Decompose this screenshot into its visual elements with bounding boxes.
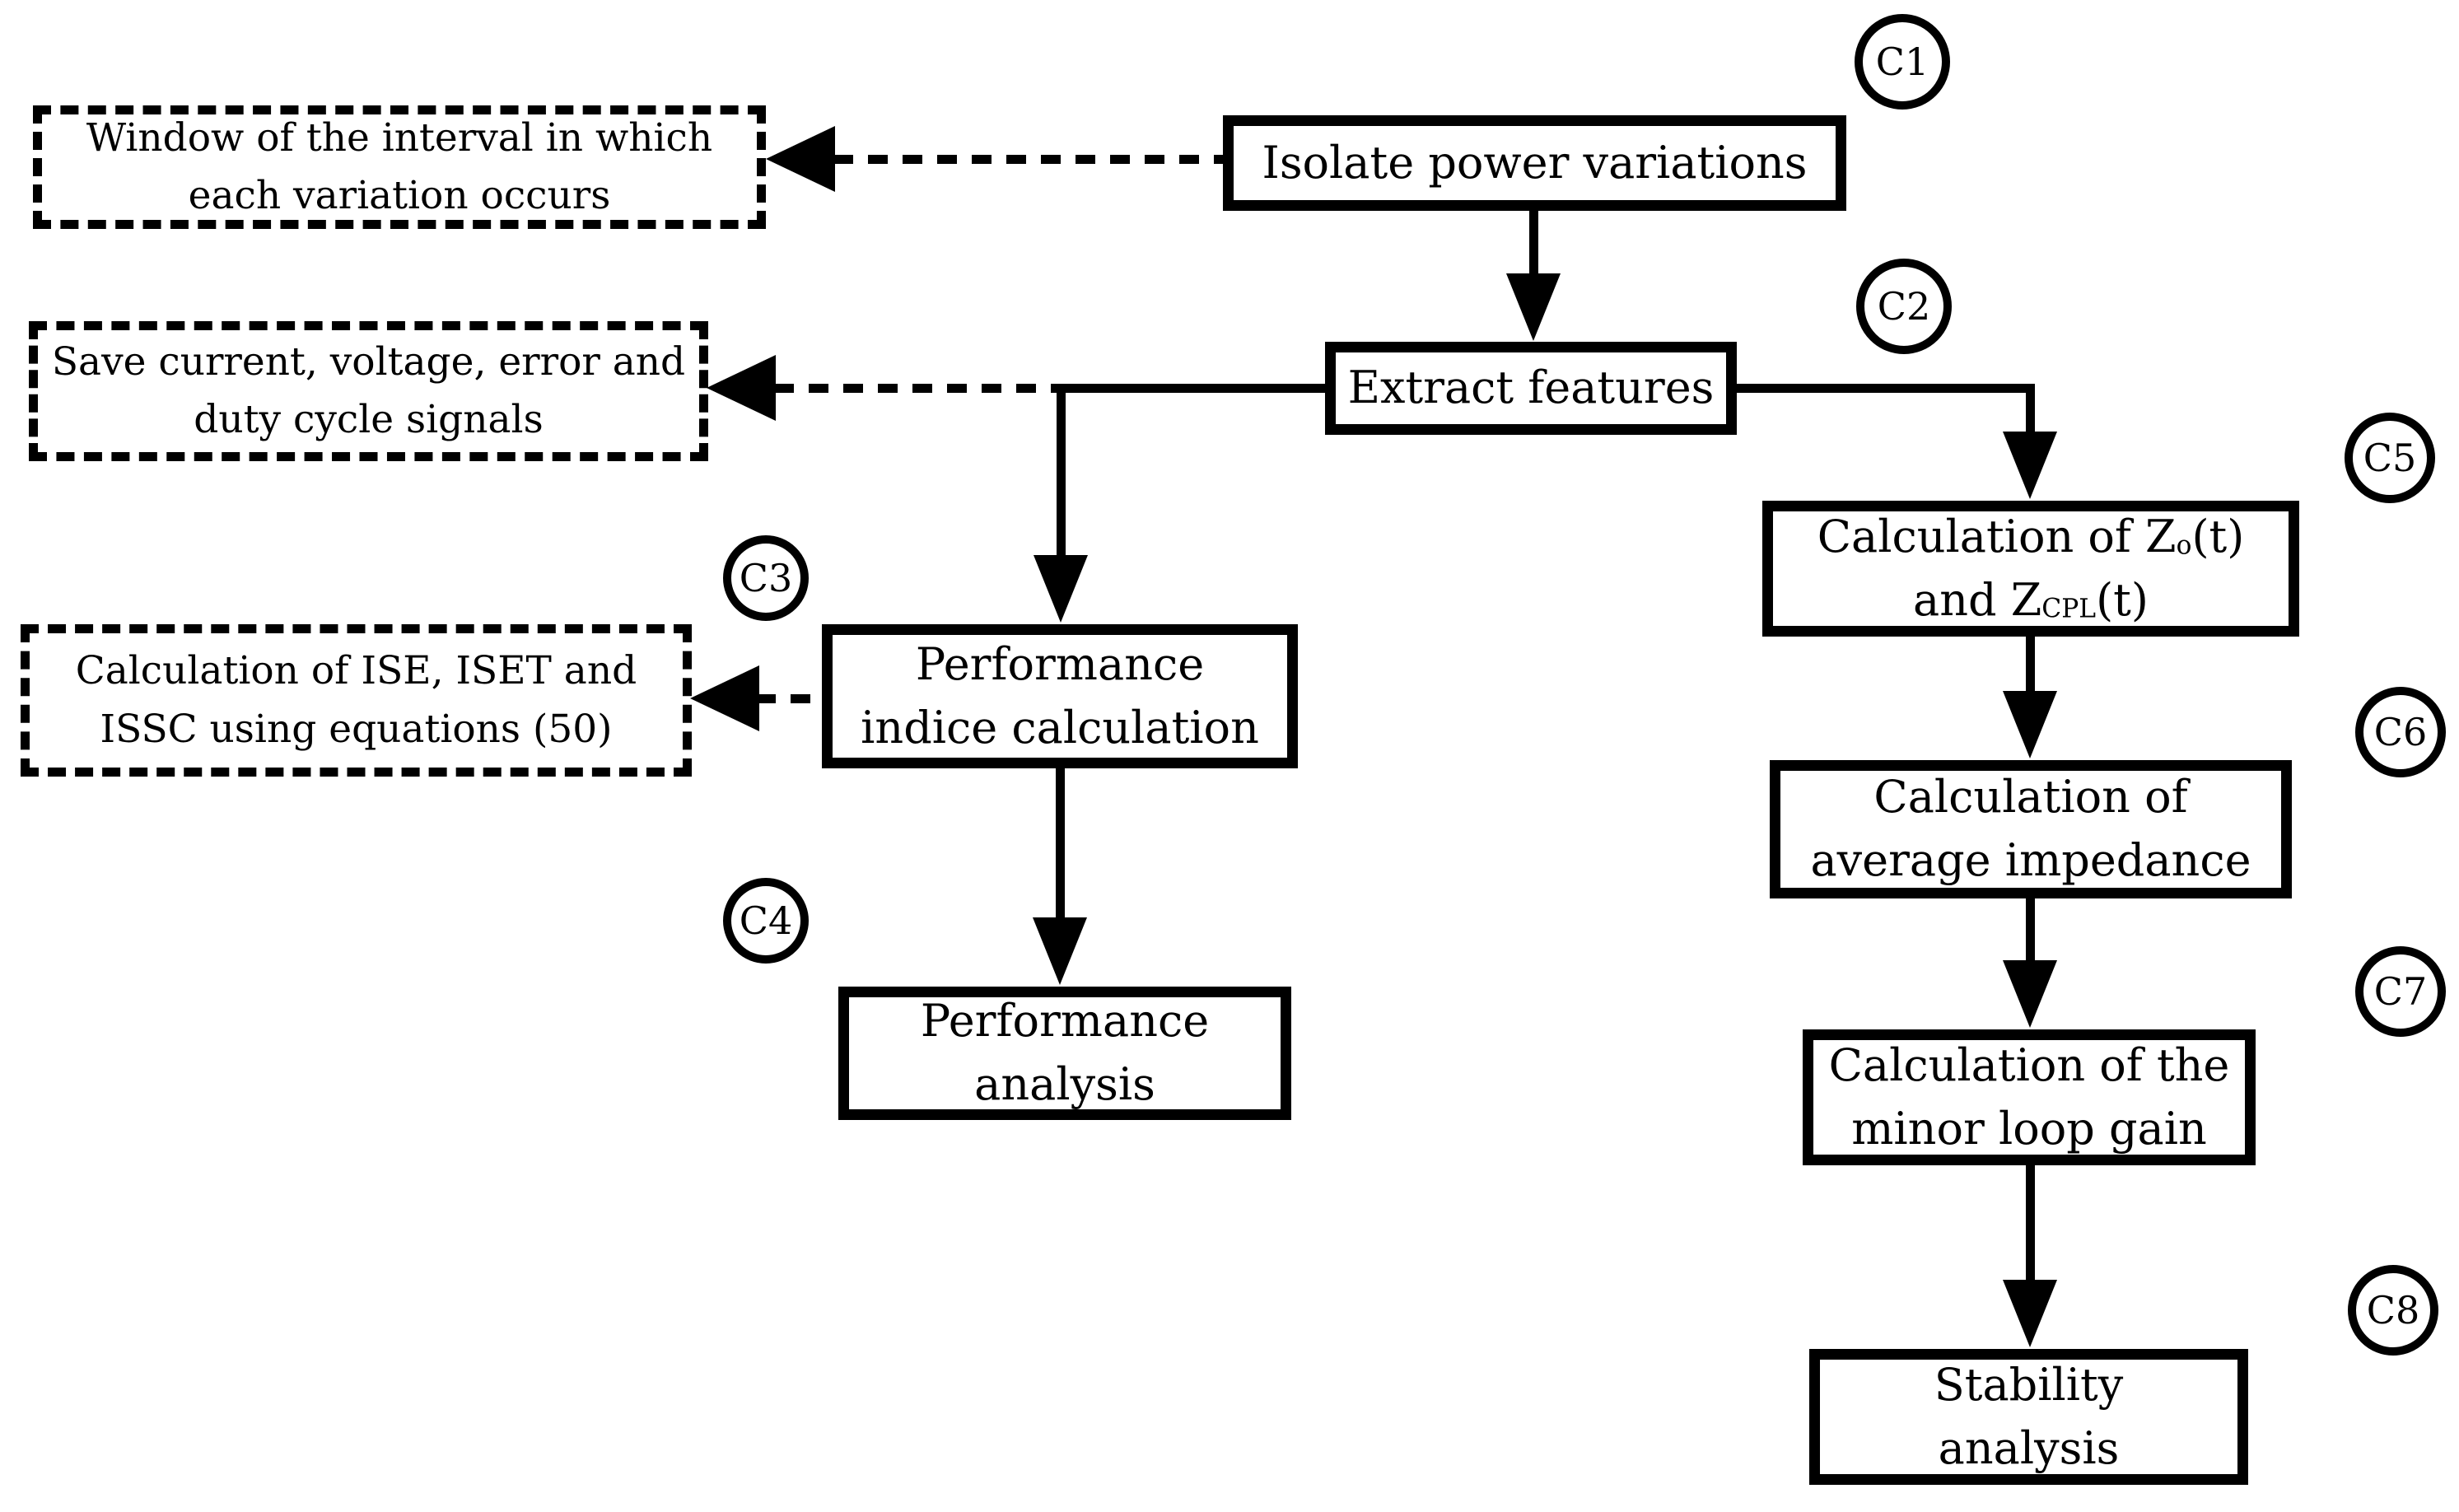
- node-isolate-label: Isolate power variations: [1262, 136, 1808, 189]
- badge-c1-label: C1: [1875, 40, 1929, 84]
- node-calc-z-line1: Calculation of Zo(t): [1817, 506, 2245, 569]
- calc-z-line2-sub: CPL: [2041, 594, 2097, 623]
- node-stability-analysis: Stability analysis: [1809, 1349, 2248, 1485]
- note-window-line2: each variation occurs: [188, 173, 611, 218]
- arrowhead-down-perf-analysis-icon: [1033, 917, 1087, 985]
- node-calculation-zo-zcpl: Calculation of Zo(t) and ZCPL(t): [1762, 501, 2299, 637]
- arrowhead-left-save-icon: [707, 355, 776, 421]
- arrowhead-down-minor-loop-icon: [2003, 960, 2057, 1028]
- note-save-line2: duty cycle signals: [194, 397, 544, 442]
- connector-avg-to-minor-loop: [2026, 898, 2035, 964]
- node-calculation-minor-loop-gain: Calculation of the minor loop gain: [1803, 1029, 2256, 1165]
- calc-z-line1-post: (t): [2191, 510, 2245, 562]
- badge-c7-label: C7: [2373, 969, 2428, 1014]
- note-ise-calculation: Calculation of ISE, ISET and ISSC using …: [21, 624, 692, 777]
- note-window-line1: Window of the interval in which: [86, 114, 713, 161]
- node-perf-analysis-line2: analysis: [974, 1058, 1155, 1110]
- badge-c5-label: C5: [2363, 436, 2417, 480]
- node-extract-features: Extract features: [1325, 342, 1737, 435]
- node-perf-analysis-line1: Performance: [920, 995, 1210, 1048]
- node-performance-indice-calculation: Performance indice calculation: [822, 624, 1298, 768]
- node-minor-loop-line2: minor loop gain: [1851, 1102, 2207, 1155]
- badge-c3-label: C3: [739, 556, 793, 600]
- connector-extract-to-save-note: [774, 384, 1061, 393]
- arrowhead-down-perf-indice-icon: [1034, 555, 1088, 623]
- node-perf-indice-line2: indice calculation: [861, 701, 1259, 754]
- badge-c7: C7: [2355, 946, 2446, 1037]
- badge-c6: C6: [2355, 687, 2446, 777]
- node-extract-label: Extract features: [1347, 362, 1715, 414]
- badge-c6-label: C6: [2373, 710, 2428, 754]
- badge-c1: C1: [1855, 14, 1950, 110]
- note-ise-line1: Calculation of ISE, ISET and: [75, 648, 637, 693]
- badge-c3: C3: [723, 535, 809, 621]
- node-calc-z-line2: and ZCPL(t): [1913, 569, 2149, 632]
- calc-z-line1-pre: Calculation of Z: [1817, 510, 2177, 562]
- node-avg-impedance-line1: Calculation of: [1873, 771, 2188, 824]
- node-avg-impedance-line2: average impedance: [1810, 834, 2251, 886]
- arrowhead-down-calc-z-icon: [2003, 432, 2057, 499]
- node-perf-indice-line1: Performance: [915, 637, 1205, 690]
- note-ise-line2: ISSC using equations (50): [100, 706, 613, 752]
- node-minor-loop-line1: Calculation of the: [1828, 1038, 2230, 1091]
- node-stability-line2: analysis: [1938, 1421, 2120, 1474]
- note-save-signals: Save current, voltage, error and duty cy…: [29, 321, 708, 461]
- connector-extract-right: [1737, 384, 2035, 393]
- badge-c2-label: C2: [1877, 284, 1931, 329]
- connector-isolate-to-window: [833, 155, 1223, 164]
- note-save-line1: Save current, voltage, error and: [51, 338, 686, 385]
- connector-perf-indice-to-ise-note: [756, 694, 822, 703]
- connector-extract-down-right: [2026, 384, 2035, 436]
- badge-c4-label: C4: [739, 898, 793, 943]
- connector-calc-z-to-avg: [2026, 637, 2035, 696]
- arrowhead-down-stability-icon: [2003, 1280, 2057, 1347]
- arrowhead-down-extract-icon: [1506, 273, 1561, 341]
- note-window-of-interval: Window of the interval in which each var…: [33, 105, 766, 229]
- badge-c4: C4: [723, 878, 809, 964]
- node-stability-line1: Stability: [1934, 1358, 2124, 1411]
- arrowhead-left-ise-icon: [690, 665, 759, 731]
- connector-extract-left: [1057, 384, 1325, 393]
- node-performance-analysis: Performance analysis: [838, 987, 1291, 1120]
- badge-c2: C2: [1856, 259, 1952, 354]
- connector-minor-loop-to-stability: [2026, 1165, 2035, 1283]
- connector-isolate-to-extract: [1529, 211, 1538, 278]
- badge-c5: C5: [2345, 413, 2435, 503]
- calc-z-line2-pre: and Z: [1913, 573, 2042, 626]
- connector-extract-down-left: [1057, 384, 1066, 558]
- badge-c8: C8: [2348, 1265, 2438, 1356]
- arrowhead-down-avg-impedance-icon: [2003, 691, 2057, 758]
- node-isolate-power-variations: Isolate power variations: [1223, 115, 1846, 211]
- badge-c8-label: C8: [2366, 1288, 2420, 1332]
- arrowhead-left-window-icon: [766, 126, 835, 192]
- connector-perf-indice-to-analysis: [1056, 768, 1065, 922]
- calc-z-line1-sub: o: [2176, 530, 2192, 561]
- node-calculation-average-impedance: Calculation of average impedance: [1770, 760, 2292, 898]
- calc-z-line2-post: (t): [2096, 573, 2149, 626]
